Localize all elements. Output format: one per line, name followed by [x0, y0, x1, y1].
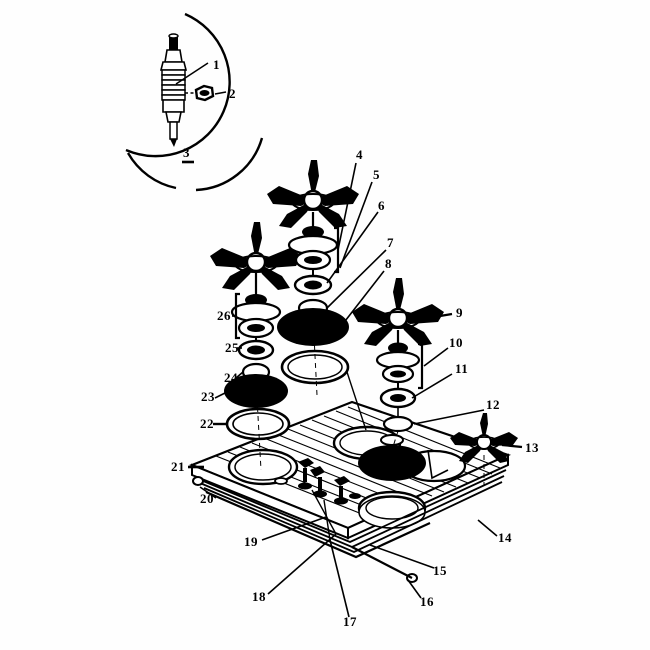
callout-17: 17 [343, 614, 357, 629]
burner-opening-front-left [227, 448, 299, 486]
callout-9: 9 [456, 305, 463, 320]
callout-12: 12 [486, 397, 500, 412]
bottom-leader-lines [188, 465, 498, 618]
installed-burner-body [358, 434, 426, 481]
callout-22: 22 [200, 416, 214, 431]
igniter-detail-circle [125, 12, 264, 192]
callout-3: 3 [183, 145, 190, 160]
callout-2: 2 [229, 86, 236, 101]
callout-8: 8 [385, 256, 392, 271]
callout-1: 1 [213, 57, 220, 72]
callout-19: 19 [244, 534, 258, 549]
callout-4: 4 [356, 147, 363, 162]
callout-10: 10 [449, 335, 463, 350]
callout-15: 15 [433, 563, 447, 578]
igniter-nut-part [194, 84, 215, 102]
trim-end-cap [192, 476, 418, 583]
spark-igniter-part [159, 33, 188, 147]
callout-24: 24 [224, 370, 238, 385]
callout-23: 23 [201, 389, 215, 404]
left-burner-assembly [208, 220, 304, 471]
cooktop-main-panel [189, 400, 511, 583]
igniter-electrode-cluster [274, 458, 361, 505]
callout-20: 20 [200, 491, 214, 506]
callout-21: 21 [171, 459, 185, 474]
callout-16: 16 [420, 594, 434, 609]
callout-18: 18 [252, 589, 266, 604]
callout-13: 13 [525, 440, 539, 455]
callout-25: 25 [225, 340, 239, 355]
center-burner-assembly [265, 158, 387, 431]
callout-5: 5 [373, 167, 380, 182]
right-burner-assembly [350, 276, 485, 451]
small-burner-grate [427, 412, 523, 485]
callout-14: 14 [498, 530, 512, 545]
callout-7: 7 [387, 235, 394, 250]
callout-26: 26 [217, 308, 231, 323]
callout-6: 6 [378, 198, 385, 213]
callout-11: 11 [455, 361, 469, 376]
